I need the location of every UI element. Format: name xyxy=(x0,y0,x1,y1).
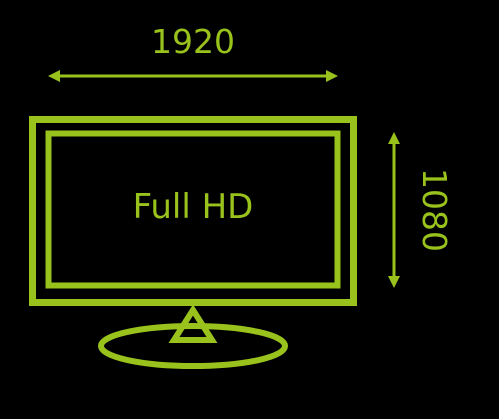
monitor-bezel xyxy=(29,116,357,306)
monitor-base xyxy=(98,323,288,369)
monitor-icon xyxy=(29,116,357,369)
height-label: 1080 xyxy=(415,168,454,252)
width-label: 1920 xyxy=(151,22,235,61)
double-arrow-vertical-icon xyxy=(388,132,400,288)
screen-label: Full HD xyxy=(133,187,254,227)
double-arrow-horizontal-icon xyxy=(48,70,338,82)
monitor-screen xyxy=(45,130,341,289)
